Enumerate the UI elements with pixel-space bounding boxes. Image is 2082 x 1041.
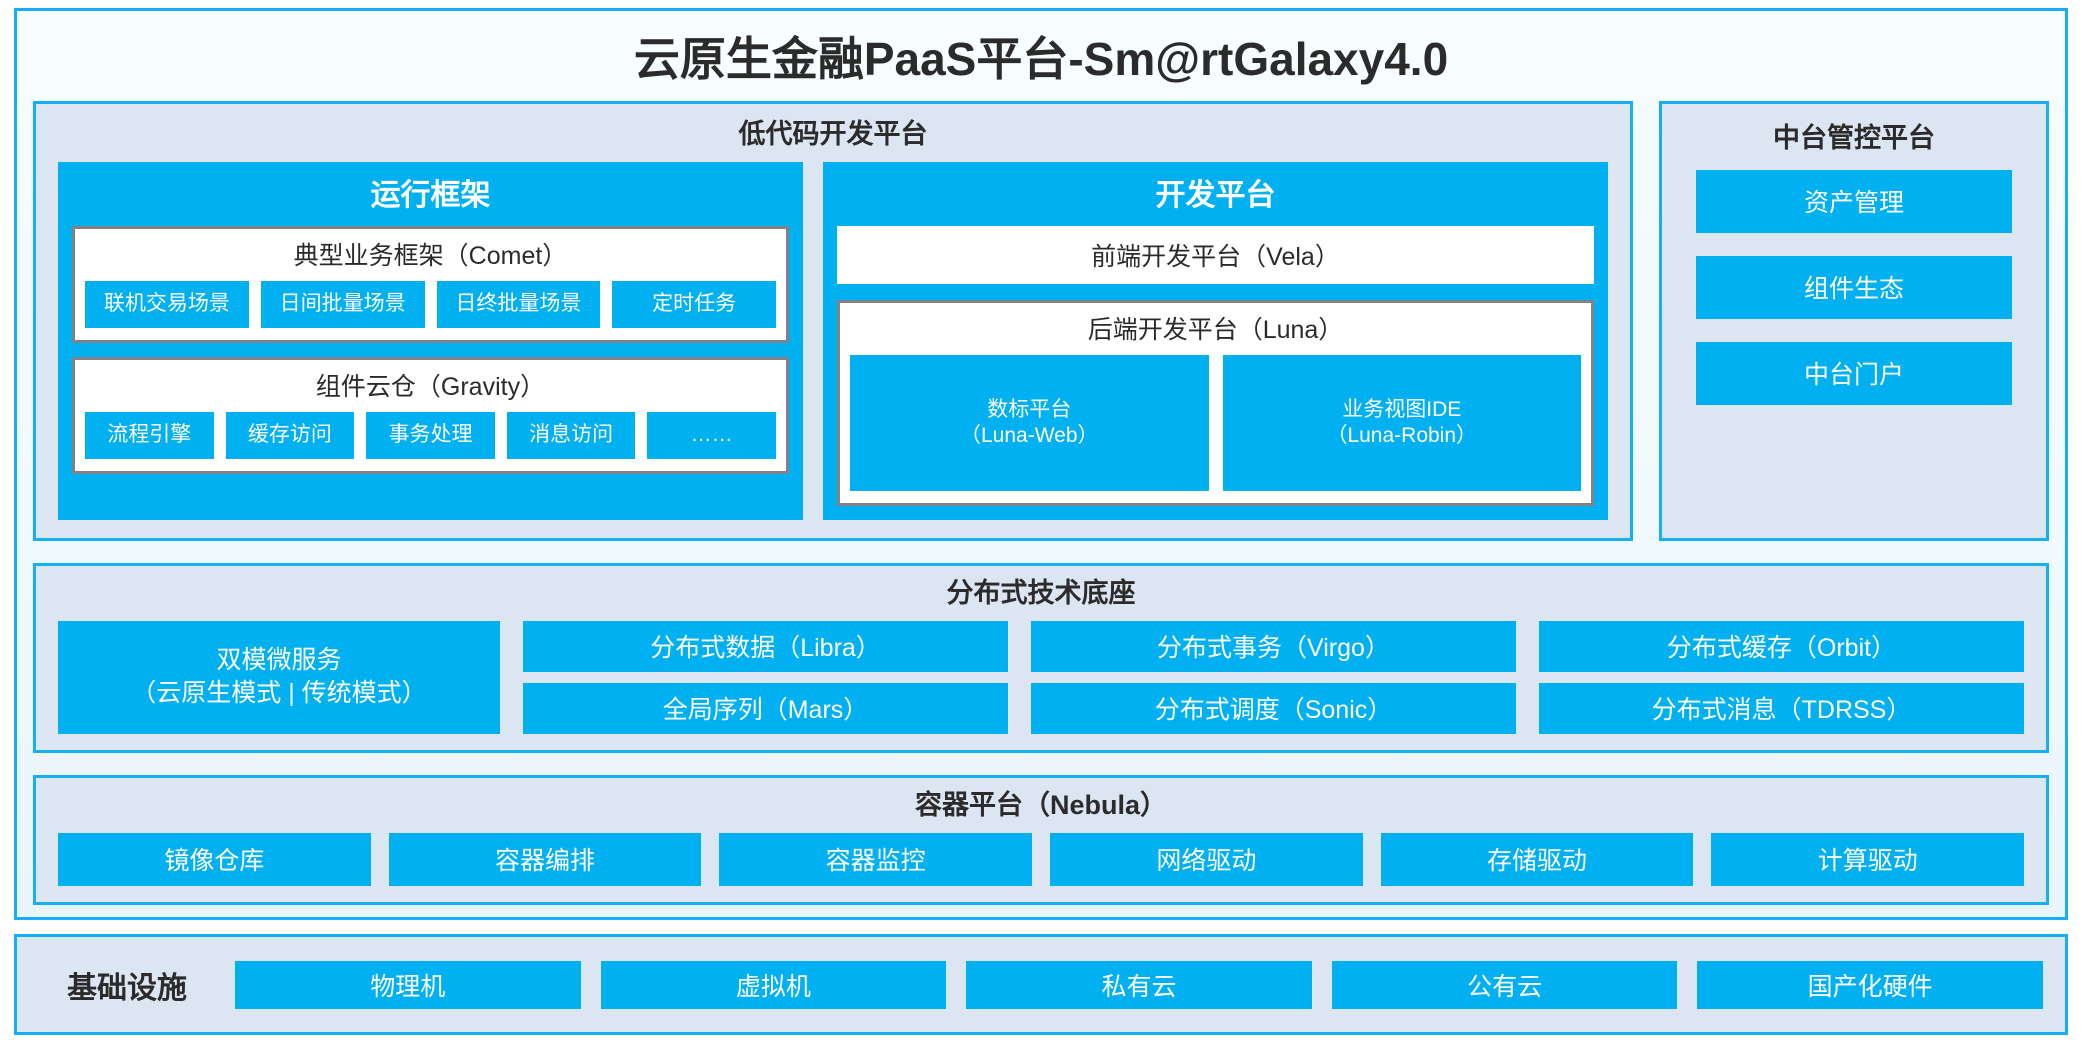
- comet-chip-row: 联机交易场景 日间批量场景 日终批量场景 定时任务: [85, 280, 776, 328]
- tech-base-column-2: 分布式事务（Virgo） 分布式调度（Sonic）: [1031, 620, 1516, 734]
- luna-web-line1: 数标平台: [987, 398, 1072, 422]
- container-platform-panel: 容器平台（Nebula） 镜像仓库 容器编排 容器监控 网络驱动 存储驱动 计算…: [33, 775, 2049, 905]
- comet-item[interactable]: 定时任务: [612, 280, 776, 328]
- comet-item[interactable]: 日间批量场景: [260, 280, 425, 328]
- lowcode-platform-panel: 低代码开发平台 运行框架 典型业务框架（Comet） 联机交易场景 日间批量场景…: [33, 101, 1633, 541]
- container-item-image-registry[interactable]: 镜像仓库: [58, 832, 371, 886]
- runtime-framework-block: 运行框架 典型业务框架（Comet） 联机交易场景 日间批量场景 日终批量场景 …: [58, 161, 803, 520]
- tech-base-grid: 双模微服务 （云原生模式 | 传统模式） 分布式数据（Libra） 全局序列（M…: [58, 620, 2024, 734]
- frontend-dev-platform-vela[interactable]: 前端开发平台（Vela）: [837, 225, 1594, 284]
- luna-robin-item[interactable]: 业务视图IDE （Luna-Robin）: [1222, 354, 1581, 491]
- runtime-framework-title: 运行框架: [370, 178, 491, 212]
- luna-robin-line2: （Luna-Robin）: [1326, 423, 1478, 447]
- dual-mode-microservice-item[interactable]: 双模微服务 （云原生模式 | 传统模式）: [58, 620, 500, 734]
- infrastructure-panel: 基础设施 物理机 虚拟机 私有云 公有云 国产化硬件: [14, 934, 2068, 1035]
- infra-item-public-cloud[interactable]: 公有云: [1331, 960, 1678, 1009]
- tech-base-column-1: 分布式数据（Libra） 全局序列（Mars）: [523, 620, 1008, 734]
- comet-item[interactable]: 联机交易场景: [85, 280, 249, 328]
- gravity-box: 组件云仓（Gravity） 流程引擎 缓存访问 事务处理 消息访问 ……: [72, 356, 789, 474]
- tech-base-item-mars[interactable]: 全局序列（Mars）: [523, 682, 1008, 734]
- gravity-item[interactable]: 消息访问: [506, 411, 636, 459]
- gravity-item[interactable]: 缓存访问: [225, 411, 355, 459]
- page-title: 云原生金融PaaS平台-Sm@rtGalaxy4.0: [633, 33, 1449, 85]
- console-item-portal[interactable]: 中台门户: [1696, 341, 2012, 405]
- comet-title: 典型业务框架（Comet）: [293, 241, 568, 270]
- tech-base-item-libra[interactable]: 分布式数据（Libra）: [523, 620, 1008, 672]
- tech-base-item-virgo[interactable]: 分布式事务（Virgo）: [1031, 620, 1516, 672]
- container-item-monitoring[interactable]: 容器监控: [719, 832, 1033, 886]
- luna-web-item[interactable]: 数标平台 （Luna-Web）: [850, 354, 1209, 491]
- container-platform-row: 镜像仓库 容器编排 容器监控 网络驱动 存储驱动 计算驱动: [58, 832, 2025, 886]
- lowcode-inner: 运行框架 典型业务框架（Comet） 联机交易场景 日间批量场景 日终批量场景 …: [36, 158, 1630, 520]
- page-title-bar: 云原生金融PaaS平台-Sm@rtGalaxy4.0: [33, 11, 2049, 101]
- container-platform-title: 容器平台（Nebula）: [914, 790, 1168, 820]
- infra-item-domestic-hardware[interactable]: 国产化硬件: [1697, 960, 2043, 1009]
- lowcode-platform-title: 低代码开发平台: [738, 119, 928, 149]
- top-region: 低代码开发平台 运行框架 典型业务框架（Comet） 联机交易场景 日间批量场景…: [33, 101, 2049, 541]
- console-item-component-ecosystem[interactable]: 组件生态: [1696, 255, 2012, 319]
- tech-base-item-sonic[interactable]: 分布式调度（Sonic）: [1031, 682, 1516, 734]
- backend-dev-platform-luna-box: 后端开发平台（Luna） 数标平台 （Luna-Web） 业务视图IDE （Lu…: [837, 299, 1594, 506]
- tech-base-item-orbit[interactable]: 分布式缓存（Orbit）: [1539, 620, 2024, 672]
- infrastructure-label: 基础设施: [67, 971, 187, 1005]
- console-platform-panel: 中台管控平台 资产管理 组件生态 中台门户: [1659, 101, 2049, 541]
- container-item-orchestration[interactable]: 容器编排: [388, 832, 702, 886]
- console-item-asset-management[interactable]: 资产管理: [1696, 169, 2012, 233]
- gravity-item-more[interactable]: ……: [647, 411, 776, 459]
- luna-web-line2: （Luna-Web）: [959, 423, 1099, 447]
- platform-main-card: 云原生金融PaaS平台-Sm@rtGalaxy4.0 低代码开发平台 运行框架 …: [14, 8, 2068, 920]
- tech-base-panel: 分布式技术底座 双模微服务 （云原生模式 | 传统模式） 分布式数据（Libra…: [33, 563, 2049, 753]
- infra-item-virtual-machine[interactable]: 虚拟机: [600, 960, 947, 1009]
- comet-item[interactable]: 日终批量场景: [436, 280, 601, 328]
- gravity-item[interactable]: 流程引擎: [85, 411, 214, 459]
- luna-chip-row: 数标平台 （Luna-Web） 业务视图IDE （Luna-Robin）: [850, 354, 1581, 491]
- infra-item-physical-machine[interactable]: 物理机: [235, 960, 581, 1009]
- container-item-compute-driver[interactable]: 计算驱动: [1711, 832, 2025, 886]
- tech-base-title: 分布式技术底座: [946, 578, 1136, 608]
- dev-platform-title: 开发平台: [1155, 178, 1276, 212]
- console-platform-title: 中台管控平台: [1773, 123, 1935, 153]
- luna-title: 后端开发平台（Luna）: [1087, 315, 1344, 344]
- comet-box: 典型业务框架（Comet） 联机交易场景 日间批量场景 日终批量场景 定时任务: [72, 225, 789, 343]
- tech-base-item-tdrss[interactable]: 分布式消息（TDRSS）: [1539, 682, 2024, 734]
- tech-base-column-3: 分布式缓存（Orbit） 分布式消息（TDRSS）: [1539, 620, 2024, 734]
- container-item-network-driver[interactable]: 网络驱动: [1050, 832, 1363, 886]
- infra-item-private-cloud[interactable]: 私有云: [966, 960, 1312, 1009]
- gravity-chip-row: 流程引擎 缓存访问 事务处理 消息访问 ……: [85, 411, 776, 459]
- container-item-storage-driver[interactable]: 存储驱动: [1380, 832, 1694, 886]
- gravity-title: 组件云仓（Gravity）: [315, 372, 546, 401]
- dual-mode-line1: 双模微服务: [216, 645, 342, 674]
- dev-platform-block: 开发平台 前端开发平台（Vela） 后端开发平台（Luna） 数标平台 （Lun…: [823, 161, 1608, 520]
- dual-mode-line2: （云原生模式 | 传统模式）: [131, 679, 427, 708]
- gravity-item[interactable]: 事务处理: [366, 411, 495, 459]
- luna-robin-line1: 业务视图IDE: [1342, 398, 1462, 422]
